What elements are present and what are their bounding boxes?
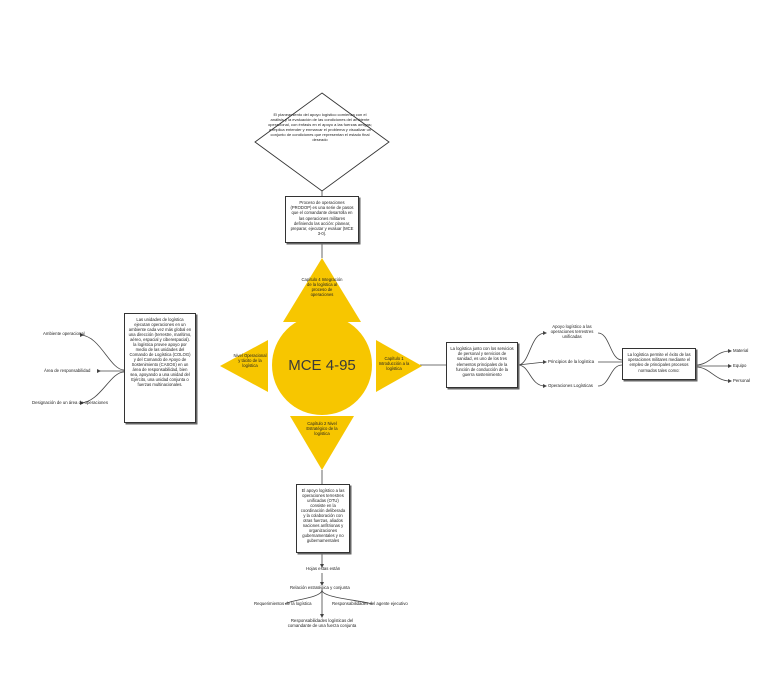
- connector-lines: [79, 172, 731, 616]
- triangle-left: [220, 340, 268, 392]
- center-circle: [272, 315, 372, 415]
- right-logistics-text: La logística junto con los servicios de …: [450, 346, 514, 378]
- right-item-principios: Principios de la logística: [548, 359, 595, 364]
- bottom-otu-text: El apoyo logístico a las operaciones ter…: [300, 488, 346, 543]
- triangle-left-text: Nivel Operacional y tácito de la logísti…: [233, 353, 267, 368]
- triangle-bottom: [290, 416, 354, 470]
- far-right-item-material: Material: [733, 348, 749, 353]
- far-right-item-equipo: Equipo: [733, 363, 747, 368]
- left-logistics-units-text: Las unidades de logística ejecutan opera…: [128, 317, 192, 387]
- central-topic-title: MCE 4-95: [288, 356, 356, 374]
- right-logistics-box: La logística junto con los servicios de …: [446, 342, 518, 388]
- top-process-text: Proceso de operaciones (PRODOP) es una s…: [290, 200, 354, 237]
- left-logistics-units-box: Las unidades de logística ejecutan opera…: [124, 313, 196, 423]
- bottom-otu-box: El apoyo logístico a las operaciones ter…: [296, 484, 350, 553]
- diamond-text: El planeamiento del apoyo logístico comi…: [268, 112, 372, 142]
- triangle-bottom-text: Capítulo 2 Nivel Estratégico de la logís…: [306, 421, 338, 436]
- triangle-top-text: Capítulo 4 Integración de la logística a…: [301, 277, 343, 297]
- triangle-right-text: Capítulo 1 Introducción a la logística: [378, 356, 410, 371]
- diamond-shape: [254, 92, 390, 192]
- left-item-area: Área de responsabilidad: [44, 368, 91, 373]
- arrow-heads: [80, 331, 732, 618]
- far-right-logistics-box: La logística permite el éxito de las ope…: [622, 348, 696, 380]
- bottom-chain-item-2: Relación estratégica y conjunta: [290, 585, 350, 590]
- triangle-right: [376, 340, 422, 392]
- left-item-designacion: Designación de un área de operaciones: [32, 400, 108, 405]
- far-right-item-personal: Personal: [733, 378, 750, 383]
- right-item-apoyo: Apoyo logístico a las operaciones terres…: [550, 324, 594, 339]
- bottom-chain-item-1: Hojas estas están: [306, 566, 341, 571]
- bottom-item-agente-ejecutivo: Responsabilidades del agente ejecutivo: [332, 601, 408, 606]
- bottom-item-comandante: Responsabilidades logísticas del comanda…: [287, 618, 357, 628]
- top-process-box: Proceso de operaciones (PRODOP) es una s…: [285, 196, 359, 243]
- far-right-logistics-text: La logística permite el éxito de las ope…: [627, 352, 691, 373]
- left-item-ambiente: Ambiente operacional: [43, 331, 85, 336]
- bottom-item-requerimientos: Requerimientos de la logística: [254, 601, 312, 606]
- right-item-operaciones: Operaciones Logísticas: [548, 383, 593, 388]
- triangle-top: [283, 258, 361, 322]
